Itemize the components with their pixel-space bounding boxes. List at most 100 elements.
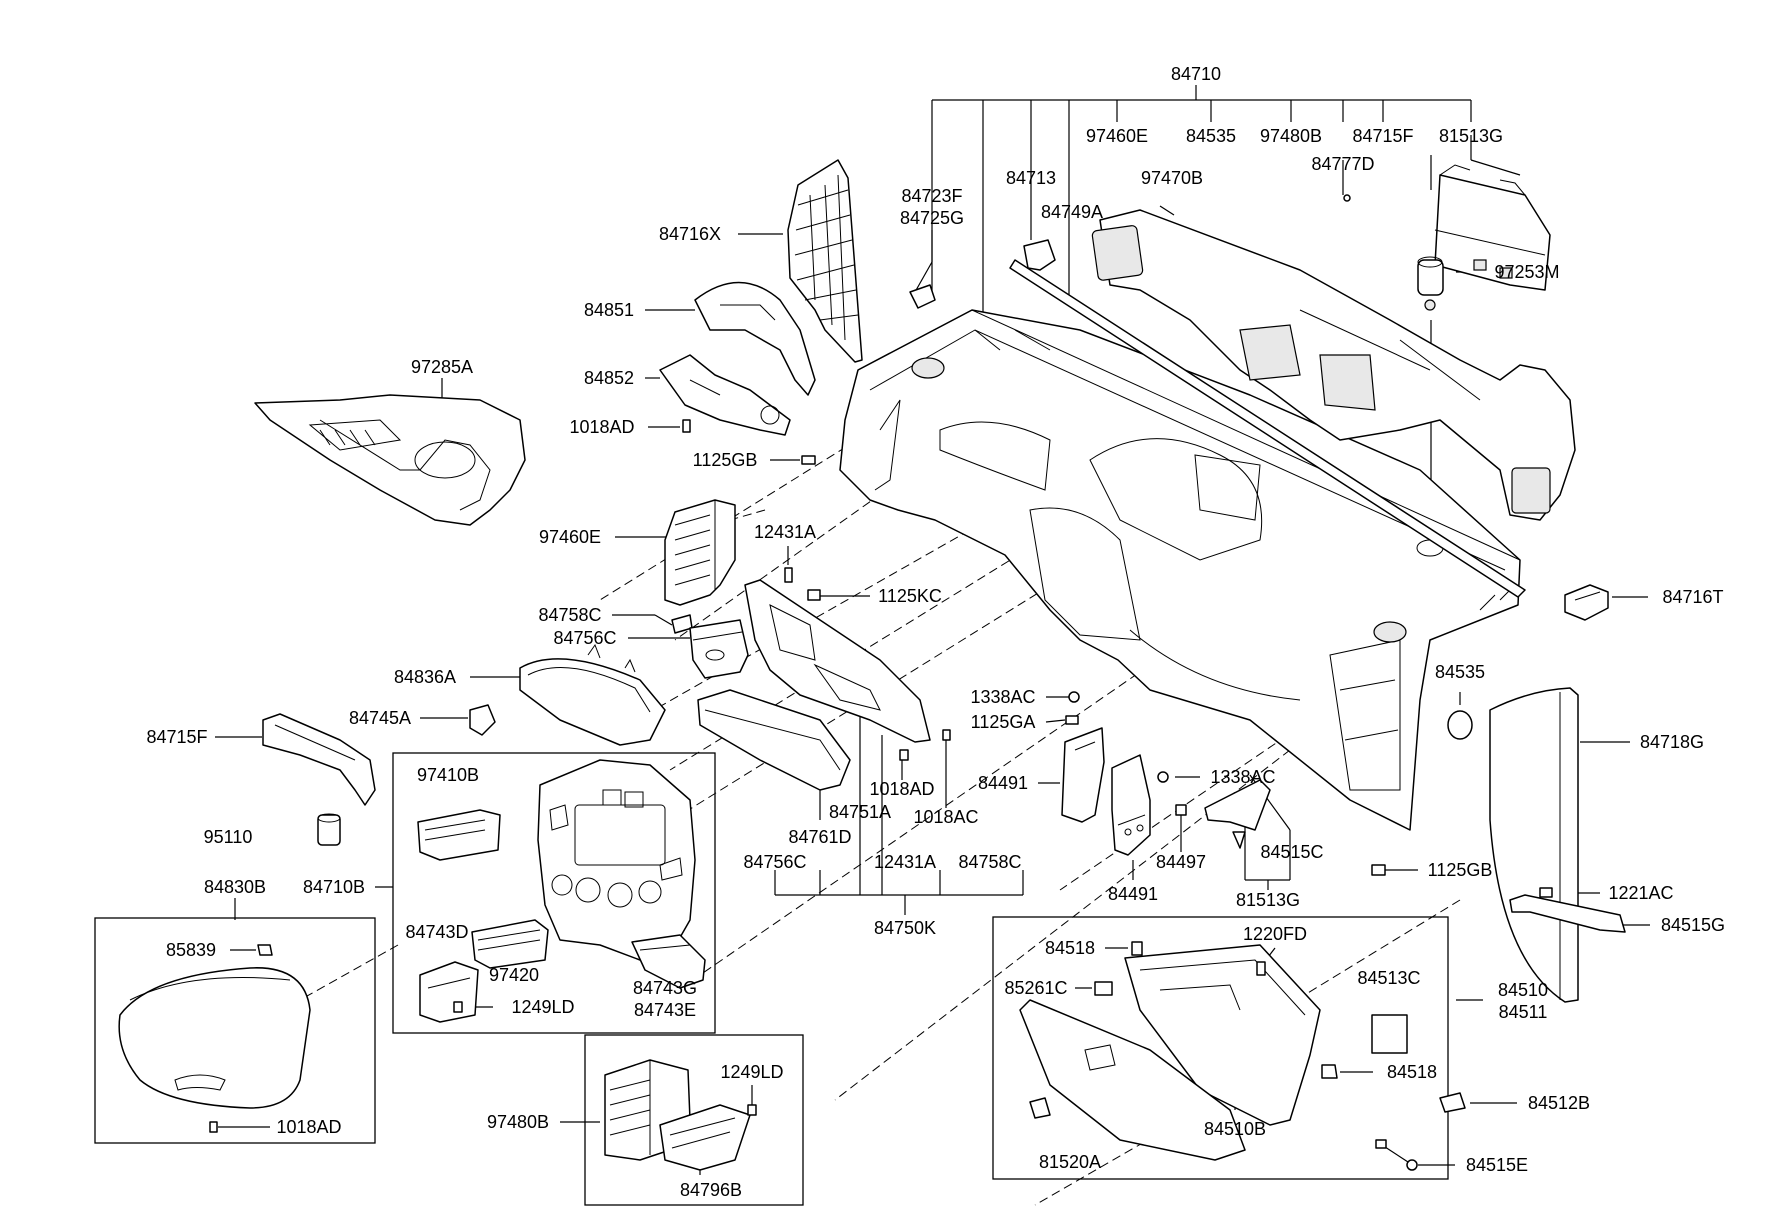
label-81513G-top: 81513G bbox=[1439, 126, 1503, 146]
part-number-labels: 84710 97460E 84535 97480B 84715F 81513G … bbox=[146, 64, 1725, 1200]
part-12431A-screw bbox=[784, 567, 793, 583]
label-95110: 95110 bbox=[204, 827, 253, 847]
part-84743G-tray bbox=[631, 934, 706, 989]
part-84758C bbox=[671, 614, 693, 634]
label-1249LD-a: 1249LD bbox=[511, 997, 574, 1017]
label-84515E: 84515E bbox=[1466, 1155, 1528, 1175]
label-12431A-b: 12431A bbox=[874, 852, 936, 872]
part-84513C-label bbox=[1371, 1014, 1408, 1054]
box-97480B bbox=[584, 1034, 804, 1206]
label-97285A: 97285A bbox=[411, 357, 473, 377]
label-84761D: 84761D bbox=[788, 827, 851, 847]
label-84830B: 84830B bbox=[204, 877, 266, 897]
label-84743D: 84743D bbox=[405, 922, 468, 942]
part-84515G-bracket bbox=[1509, 894, 1626, 933]
label-1018AD-b: 1018AD bbox=[869, 779, 934, 799]
box-84510 bbox=[992, 916, 1449, 1180]
part-84751A-center-panel bbox=[744, 579, 931, 743]
label-1018AD-c: 1018AD bbox=[276, 1117, 341, 1137]
label-84512B: 84512B bbox=[1528, 1093, 1590, 1113]
part-84716X-panel bbox=[787, 159, 863, 363]
part-84518-a bbox=[1131, 941, 1143, 956]
part-84716T bbox=[1564, 584, 1609, 621]
part-85839 bbox=[257, 944, 273, 956]
part-84515C bbox=[1204, 779, 1271, 831]
part-1018AC-screw bbox=[942, 729, 951, 741]
part-glove-box-door bbox=[1019, 999, 1246, 1161]
part-84777D-screw bbox=[1343, 194, 1351, 202]
part-1125GB-screw bbox=[801, 455, 816, 465]
label-84745A: 84745A bbox=[349, 708, 411, 728]
part-95110 bbox=[317, 813, 341, 846]
part-84718G-side-cover bbox=[1489, 687, 1579, 1003]
part-84518-b bbox=[1321, 1064, 1338, 1079]
label-84535-r: 84535 bbox=[1435, 662, 1485, 682]
label-1018AC: 1018AC bbox=[913, 807, 978, 827]
part-84715F-trim bbox=[262, 713, 376, 806]
part-1220FD-screw bbox=[1256, 961, 1266, 976]
label-1125GA: 1125GA bbox=[971, 712, 1036, 732]
label-84491-a: 84491 bbox=[978, 773, 1028, 793]
label-84518-a: 84518 bbox=[1045, 938, 1095, 958]
label-84749A: 84749A bbox=[1041, 202, 1103, 222]
part-81513G-module bbox=[1434, 164, 1551, 291]
label-84497: 84497 bbox=[1156, 852, 1206, 872]
part-97460E-side-vent bbox=[664, 499, 736, 606]
label-84723F: 84723F bbox=[901, 186, 962, 206]
part-84710B-center-fascia bbox=[537, 759, 696, 961]
label-84715F-top: 84715F bbox=[1352, 126, 1413, 146]
part-84723F bbox=[909, 284, 936, 309]
part-1018AD-c-screw bbox=[209, 1121, 218, 1133]
part-84491-bracket-a bbox=[1061, 727, 1105, 823]
label-84513C: 84513C bbox=[1357, 968, 1420, 988]
part-97420-vent bbox=[471, 919, 549, 969]
label-84716X: 84716X bbox=[659, 224, 721, 244]
label-84796B: 84796B bbox=[680, 1180, 742, 1200]
part-84836A-cluster-hood bbox=[519, 643, 666, 746]
label-84758C-a: 84758C bbox=[538, 605, 601, 625]
part-84851-upper-cover bbox=[694, 281, 816, 396]
part-84796B-duct bbox=[659, 1104, 751, 1171]
part-1018AD-b-screw bbox=[899, 749, 909, 761]
part-84510B-glove-box bbox=[1124, 944, 1321, 1126]
part-1125GB-b-screw bbox=[1371, 864, 1386, 876]
part-84535-plug bbox=[1447, 710, 1473, 740]
part-84756C-pocket bbox=[689, 619, 749, 679]
part-97285A-lower-panel bbox=[254, 394, 526, 526]
label-1221AC: 1221AC bbox=[1608, 883, 1673, 903]
part-1249LD-a-screw bbox=[453, 1001, 463, 1013]
label-85839: 85839 bbox=[166, 940, 216, 960]
label-84743E: 84743E bbox=[634, 1000, 696, 1020]
label-84750K: 84750K bbox=[874, 918, 936, 938]
part-1338AC-b-nut bbox=[1157, 771, 1169, 783]
label-84725G: 84725G bbox=[900, 208, 964, 228]
label-85261C: 85261C bbox=[1004, 978, 1067, 998]
part-1125KC-screw bbox=[807, 589, 821, 601]
label-84756C-a: 84756C bbox=[553, 628, 616, 648]
part-97253M bbox=[1417, 256, 1444, 311]
part-85261C bbox=[1094, 981, 1113, 996]
label-84710B: 84710B bbox=[303, 877, 365, 897]
label-97420: 97420 bbox=[489, 965, 539, 985]
label-84716T: 84716T bbox=[1662, 587, 1723, 607]
part-1125GA-screw bbox=[1065, 715, 1079, 725]
part-81513G-clip bbox=[1232, 831, 1246, 849]
label-84836A: 84836A bbox=[394, 667, 456, 687]
part-97470B-duct bbox=[1091, 209, 1576, 521]
label-97253M: 97253M bbox=[1494, 262, 1559, 282]
part-1221AC-screw bbox=[1539, 887, 1553, 898]
label-84743G: 84743G bbox=[633, 978, 697, 998]
label-84713: 84713 bbox=[1006, 168, 1056, 188]
label-81520A: 81520A bbox=[1039, 1152, 1101, 1172]
label-84491-b: 84491 bbox=[1108, 884, 1158, 904]
box-84830B bbox=[94, 917, 376, 1144]
part-84745A bbox=[469, 704, 496, 736]
label-97460E-top: 97460E bbox=[1086, 126, 1148, 146]
label-84518-b: 84518 bbox=[1387, 1062, 1437, 1082]
label-84515G: 84515G bbox=[1661, 915, 1725, 935]
part-84497-screw bbox=[1175, 804, 1187, 816]
label-81513G-b: 81513G bbox=[1236, 890, 1300, 910]
group-boxes bbox=[94, 752, 1449, 1206]
part-84515E bbox=[1375, 1139, 1418, 1171]
